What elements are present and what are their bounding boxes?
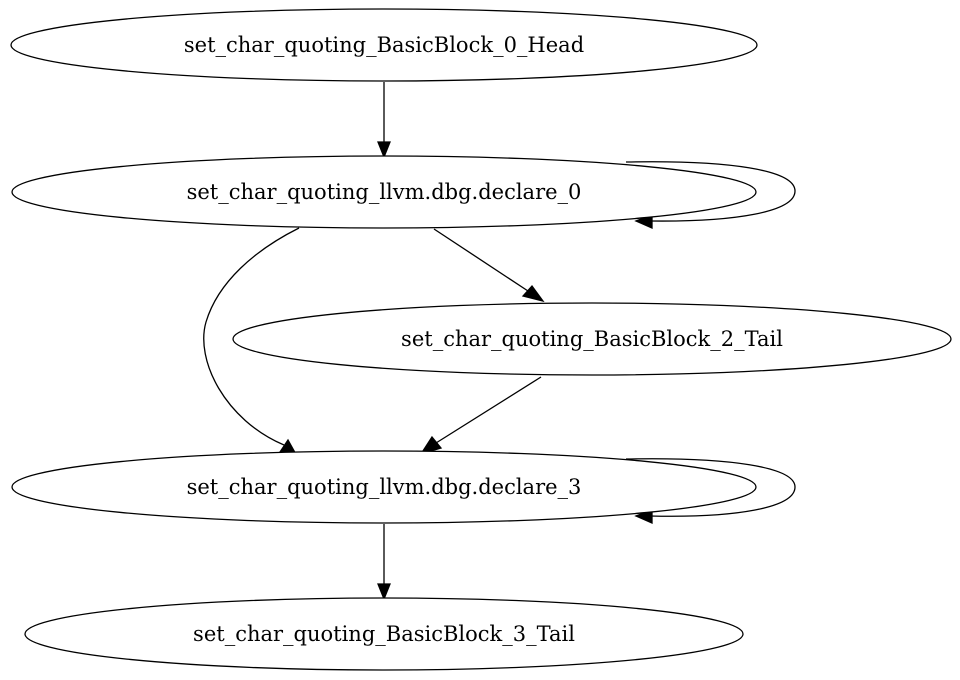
node-basicblock-3-tail: set_char_quoting_BasicBlock_3_Tail [24,597,744,671]
edge-n0-n1 [377,82,391,159]
node-label: set_char_quoting_BasicBlock_2_Tail [401,327,783,351]
edge-n3-n4 [377,524,391,601]
edge-n2-n3 [419,376,542,456]
node-basicblock-0-head: set_char_quoting_BasicBlock_0_Head [10,8,758,82]
node-label: set_char_quoting_llvm.dbg.declare_0 [187,180,582,204]
node-label: set_char_quoting_llvm.dbg.declare_3 [187,475,582,499]
node-llvm-dbg-declare-0: set_char_quoting_llvm.dbg.declare_0 [11,155,757,229]
node-llvm-dbg-declare-3: set_char_quoting_llvm.dbg.declare_3 [11,450,757,524]
edge-n1-n2 [433,228,545,303]
node-label: set_char_quoting_BasicBlock_3_Tail [193,622,575,646]
node-label: set_char_quoting_BasicBlock_0_Head [184,33,584,57]
node-basicblock-2-tail: set_char_quoting_BasicBlock_2_Tail [232,302,952,376]
